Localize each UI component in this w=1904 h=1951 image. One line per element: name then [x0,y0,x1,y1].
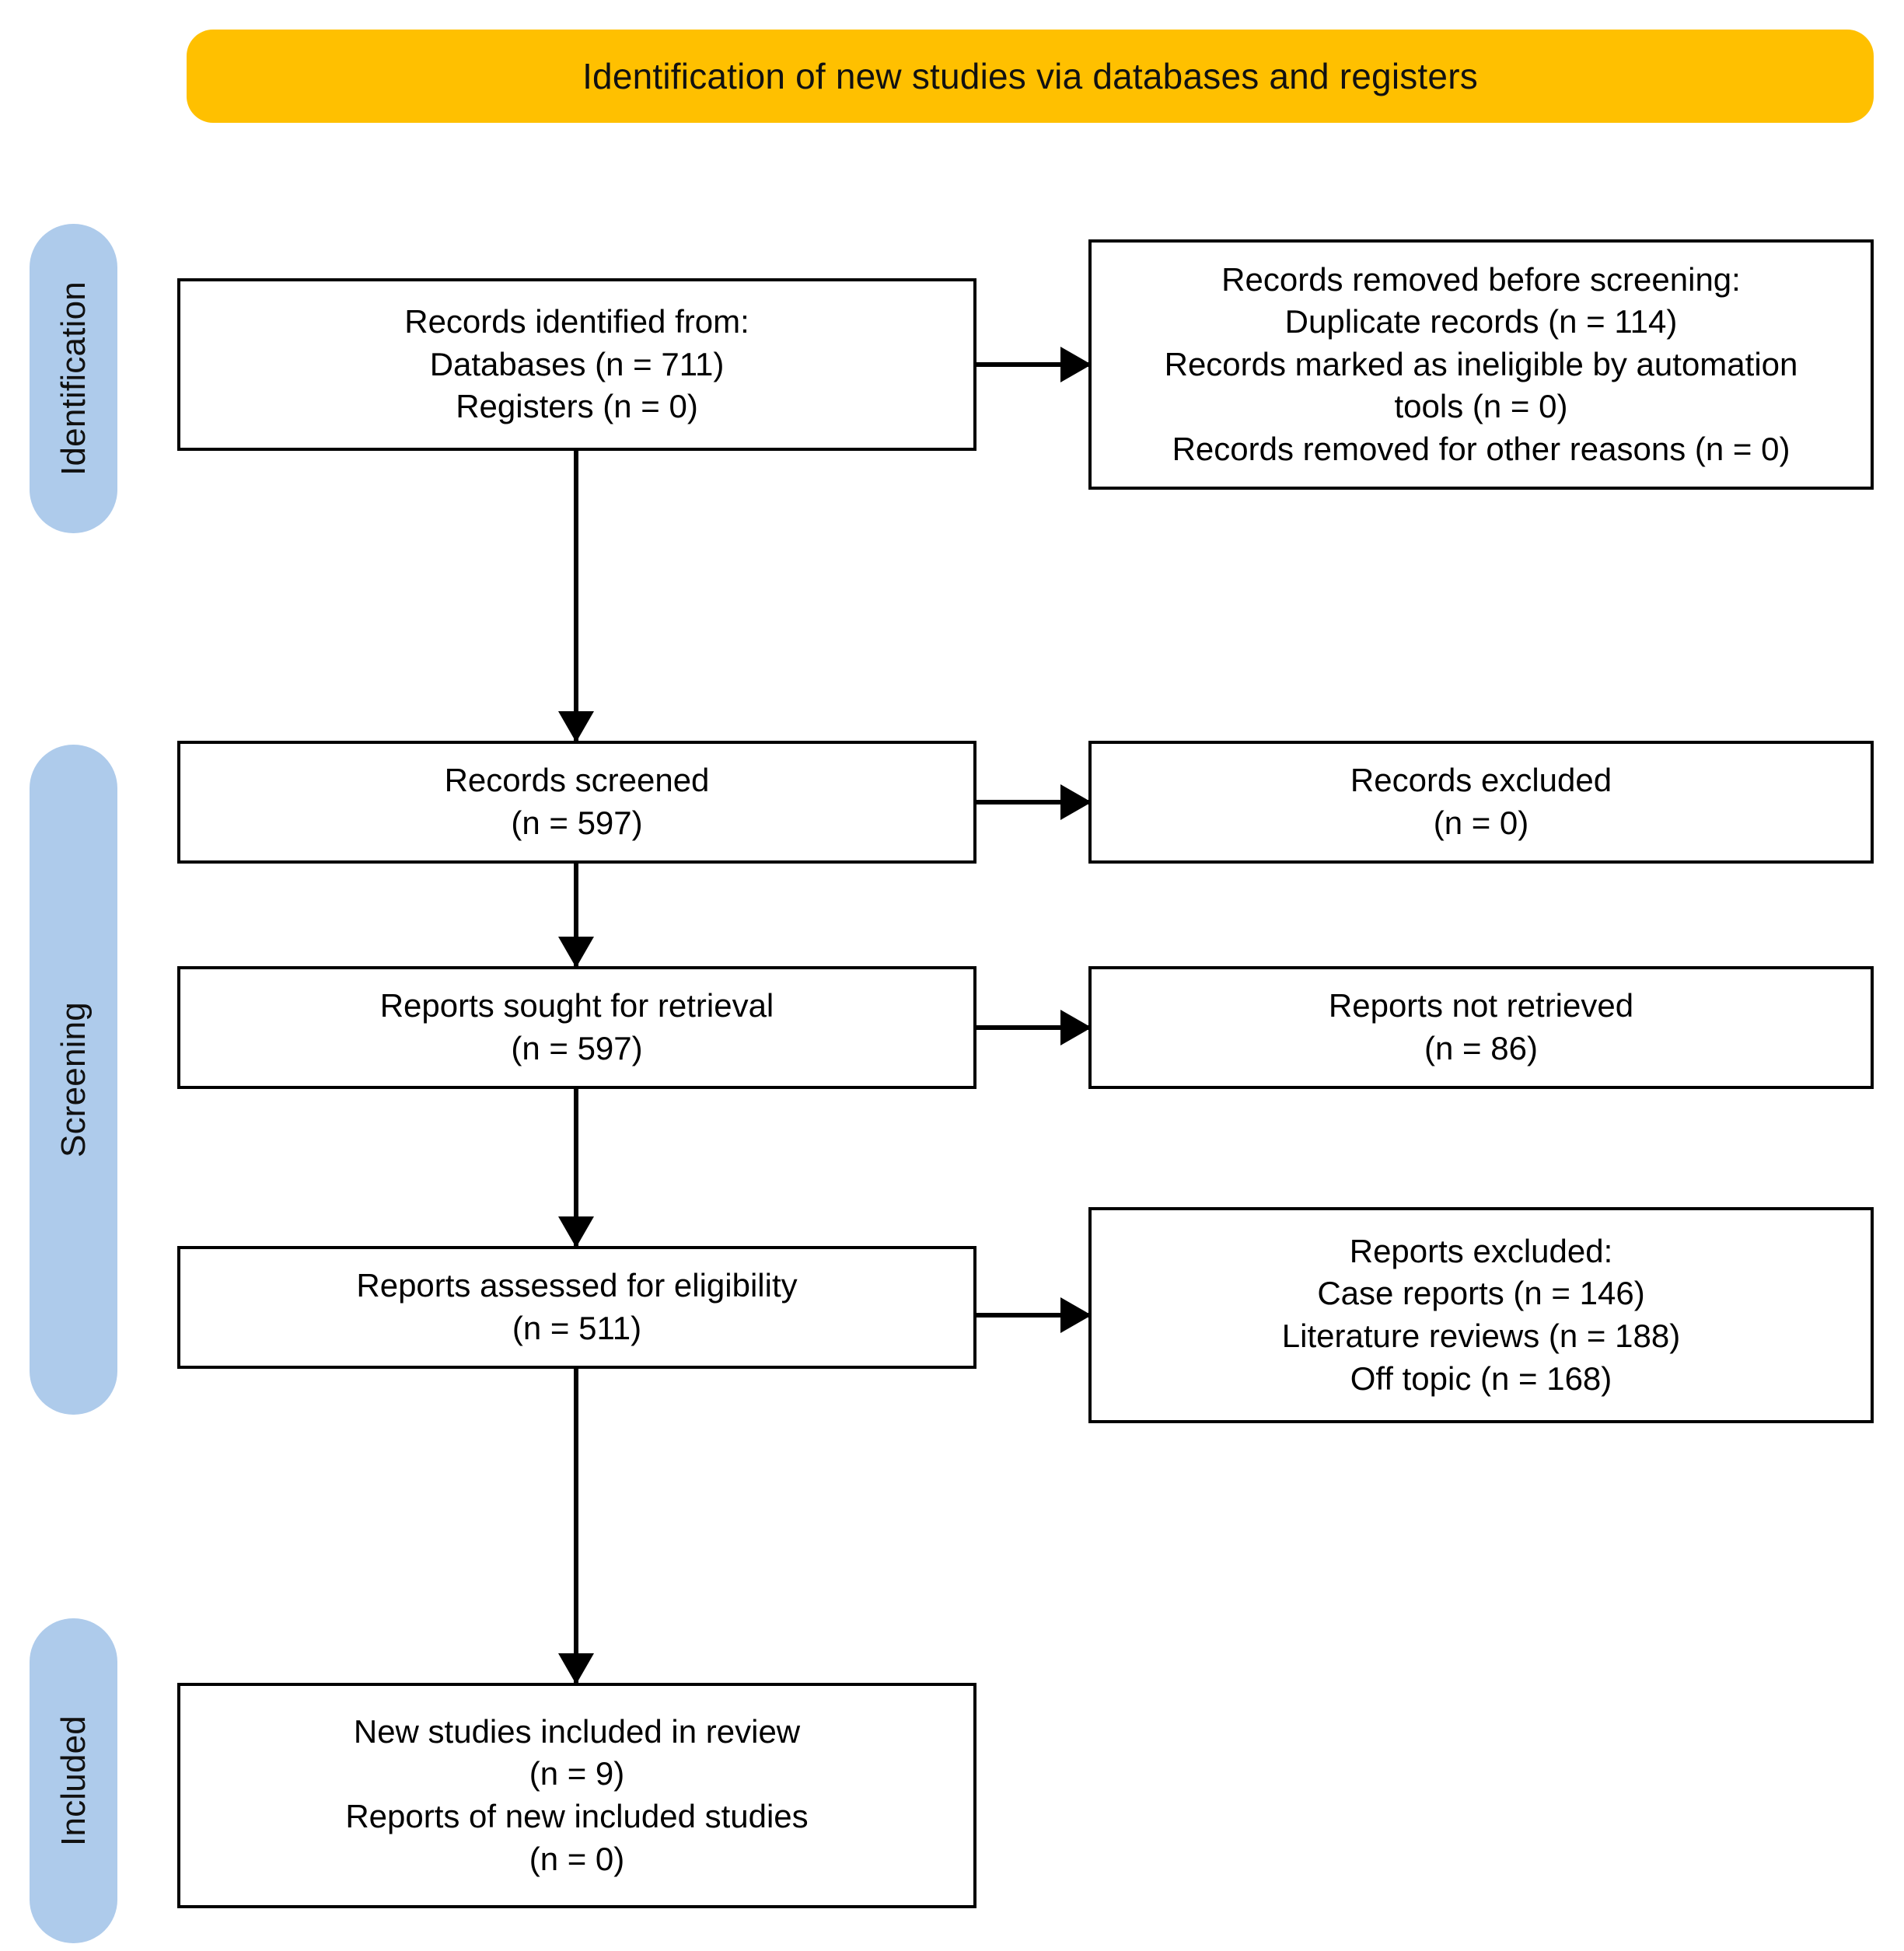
box-line: Records identified from: [404,303,749,340]
box-records-removed-before-screening: Records removed before screening: Duplic… [1088,239,1874,490]
arrow-screened-to-excluded [976,800,1088,804]
box-records-identified: Records identified from: Databases (n = … [177,278,976,451]
box-reports-not-retrieved: Reports not retrieved (n = 86) [1088,966,1874,1089]
arrow-screened-to-sought [574,864,578,966]
phase-pill-identification: Identification [30,224,117,533]
box-line: Duplicate records (n = 114) [1284,303,1678,340]
box-line: Records removed for other reasons (n = 0… [1172,430,1790,467]
phase-pill-screening: Screening [30,745,117,1415]
box-line: Reports not retrieved [1328,987,1634,1024]
arrow-assessed-to-included [574,1369,578,1683]
box-records-excluded: Records excluded (n = 0) [1088,741,1874,864]
box-line: Reports of new included studies [345,1798,809,1834]
box-line: Reports excluded: [1349,1232,1613,1269]
arrow-sought-to-not-retrieved [976,1025,1088,1030]
box-line: Reports assessed for eligibility [356,1267,798,1304]
box-line: Case reports (n = 146) [1317,1275,1645,1312]
box-line: Records screened [444,762,710,799]
phase-label-included: Included [54,1715,93,1846]
box-line: Databases (n = 711) [429,345,725,382]
box-line: Registers (n = 0) [456,388,698,425]
box-line: Records excluded [1350,762,1612,799]
box-line: New studies included in review [353,1712,801,1750]
box-line: (n = 597) [511,804,643,841]
phase-pill-included: Included [30,1618,117,1943]
arrow-identified-to-screened [574,451,578,741]
arrow-assessed-to-reports-excluded [976,1313,1088,1318]
box-line: Records marked as ineligible by automati… [1164,345,1798,382]
box-line: Reports sought for retrieval [379,987,774,1024]
box-line: (n = 597) [511,1030,643,1066]
box-line: (n = 9) [529,1755,625,1792]
box-line: (n = 0) [1433,804,1529,841]
phase-label-identification: Identification [54,281,93,476]
banner-identification-header: Identification of new studies via databa… [187,30,1874,123]
box-line: Off topic (n = 168) [1350,1359,1612,1397]
box-line: tools (n = 0) [1394,388,1568,425]
banner-title: Identification of new studies via databa… [582,56,1478,96]
box-reports-sought-for-retrieval: Reports sought for retrieval (n = 597) [177,966,976,1089]
box-line: Literature reviews (n = 188) [1281,1318,1681,1354]
phase-label-screening: Screening [54,1002,93,1157]
box-reports-excluded: Reports excluded: Case reports (n = 146)… [1088,1207,1874,1423]
arrow-sought-to-assessed [574,1089,578,1246]
box-line: (n = 86) [1424,1030,1538,1066]
box-line: Records removed before screening: [1221,260,1741,298]
box-line: (n = 0) [529,1840,625,1877]
box-line: (n = 511) [512,1310,642,1346]
box-reports-assessed-for-eligibility: Reports assessed for eligibility (n = 51… [177,1246,976,1369]
arrow-identified-to-removed [976,362,1088,367]
box-new-studies-included: New studies included in review (n = 9) R… [177,1683,976,1908]
box-records-screened: Records screened (n = 597) [177,741,976,864]
